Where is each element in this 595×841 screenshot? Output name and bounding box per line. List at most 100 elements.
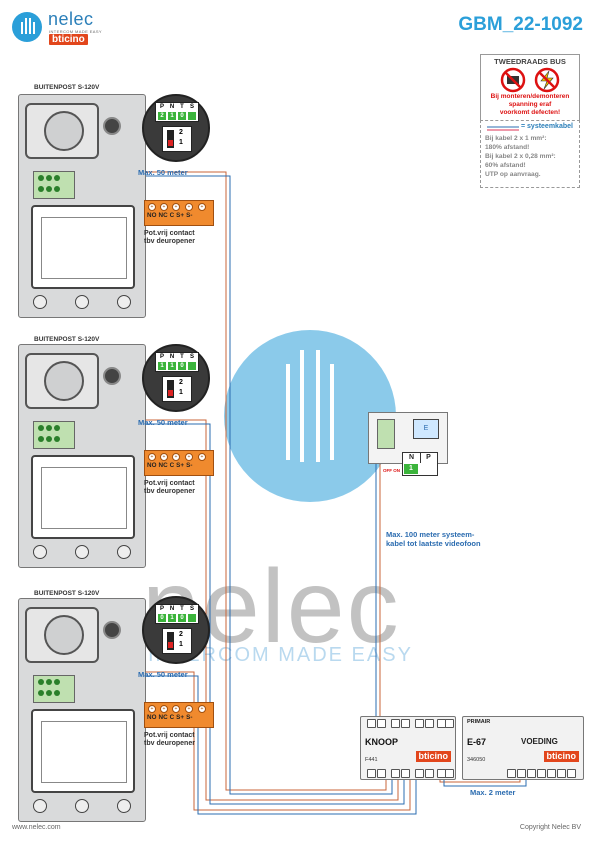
address-terminal: P N T S 2 1 0 bbox=[155, 102, 199, 122]
terminal-header: T bbox=[180, 354, 184, 360]
voeding-max-distance: Max. 2 meter bbox=[470, 788, 516, 797]
terminal-value bbox=[188, 112, 196, 120]
terminal-header: N bbox=[169, 104, 175, 110]
module-pins-top bbox=[365, 719, 454, 728]
cable-line: Bij kabel 2 x 0,28 mm²: bbox=[485, 153, 556, 160]
videofoon-switch-label: OFF ON bbox=[383, 468, 400, 473]
videofoon-np-terminal: N P 1 bbox=[402, 452, 438, 476]
panel-screws bbox=[29, 295, 135, 309]
speaker-icon bbox=[25, 103, 99, 159]
dip-label: 2 bbox=[179, 129, 183, 136]
camera-icon bbox=[103, 367, 121, 385]
speaker-icon bbox=[25, 607, 99, 663]
panel-2-label: BUITENPOST S-120V bbox=[34, 336, 100, 343]
voeding-code: 346050 bbox=[467, 757, 486, 763]
document-id: GBM_22-1092 bbox=[458, 14, 583, 35]
panel-2-relay-caption: Pot.vrij contact tbv deuropener bbox=[144, 480, 195, 496]
terminal-value: 1 bbox=[168, 362, 176, 370]
panel-3-relay-caption: Pot.vrij contact tbv deuropener bbox=[144, 732, 195, 748]
button-frame bbox=[31, 205, 135, 289]
terminal-header: S bbox=[189, 104, 194, 110]
panel-3-buitenpost bbox=[18, 598, 146, 822]
nelec-logo: nelec INTERCOM MADE EASY bticino bbox=[12, 9, 132, 46]
panel-1-buitenpost bbox=[18, 94, 146, 318]
button-frame bbox=[31, 455, 135, 539]
address-terminal: P N T S 0 1 0 bbox=[155, 604, 199, 624]
np-header: N bbox=[403, 453, 421, 463]
terminal-value: 0 bbox=[158, 614, 166, 622]
relay-terminal-labels: NO NC C S+ S- bbox=[147, 212, 193, 219]
voeding-title2: VOEDING bbox=[521, 737, 558, 746]
dip-switch: 2 1 bbox=[162, 628, 192, 654]
panel-1-label: BUITENPOST S-120V bbox=[34, 84, 100, 91]
panel-terminal-block bbox=[33, 421, 75, 449]
module-pins-bottom bbox=[467, 769, 579, 778]
wire-panel1-blue bbox=[88, 175, 393, 795]
max-distance-line: Max. 100 meter systeem- bbox=[386, 530, 475, 539]
cable-title: = systeemkabel bbox=[521, 123, 573, 130]
cable-info-box: = systeemkabel Bij kabel 2 x 1 mm²: 180%… bbox=[480, 120, 580, 188]
voeding-module: PRIMAIR E-67 VOEDING 346050 bticino bbox=[462, 716, 584, 780]
terminal-value: 1 bbox=[158, 362, 166, 370]
relay-caption-line: tbv deuropener bbox=[144, 488, 195, 495]
panel-3-max-distance: Max. 50 meter bbox=[138, 670, 188, 679]
dip-label: 1 bbox=[179, 641, 183, 648]
panel-terminal-block bbox=[33, 675, 75, 703]
logo-brand: bticino bbox=[49, 34, 88, 45]
terminal-header: S bbox=[189, 354, 194, 360]
cable-line: 180% afstand! bbox=[485, 144, 530, 151]
watermark-circle bbox=[224, 330, 396, 502]
relay-caption-line: Pot.vrij contact bbox=[144, 732, 195, 739]
panel-screws bbox=[29, 799, 135, 813]
bus-title: TWEEDRAADS BUS bbox=[494, 57, 566, 66]
relay-caption-line: tbv deuropener bbox=[144, 238, 195, 245]
knoop-title: KNOOP bbox=[365, 737, 399, 747]
relay-terminal-labels: NO NC C S+ S- bbox=[147, 462, 193, 469]
terminal-header: S bbox=[189, 606, 194, 612]
videofoon-max-distance: Max. 100 meter systeem- kabel tot laatst… bbox=[386, 530, 481, 548]
logo-tagline: INTERCOM MADE EASY bbox=[49, 29, 102, 34]
terminal-value: 0 bbox=[178, 614, 186, 622]
cable-legend-line bbox=[487, 126, 519, 131]
relay-caption-line: Pot.vrij contact bbox=[144, 230, 195, 237]
dip-label: 2 bbox=[179, 379, 183, 386]
voeding-primair: PRIMAIR bbox=[467, 719, 491, 725]
np-header: P bbox=[426, 454, 431, 461]
terminal-value: 2 bbox=[158, 112, 166, 120]
relay-caption-line: tbv deuropener bbox=[144, 740, 195, 747]
wire-panel2-red bbox=[88, 419, 399, 801]
relay-terminal-labels: NO NC C S+ S- bbox=[147, 714, 193, 721]
wire-panel1-red bbox=[88, 171, 387, 791]
terminal-header: T bbox=[180, 606, 184, 612]
cable-line: Bij kabel 2 x 1 mm²: bbox=[485, 135, 547, 142]
dip-label: 1 bbox=[179, 389, 183, 396]
bus-warning-box: TWEEDRAADS BUS Bij monteren/demonteren s… bbox=[480, 54, 580, 124]
dip-label: 2 bbox=[179, 631, 183, 638]
max-distance-line: kabel tot laatste videofoon bbox=[386, 539, 481, 548]
footer-copyright: Copyright Nelec BV bbox=[519, 824, 581, 831]
videofoon-screen: E bbox=[413, 419, 439, 439]
panel-3-zoom-detail: P N T S 0 1 0 2 1 bbox=[142, 596, 210, 664]
speaker-icon bbox=[25, 353, 99, 409]
np-value: 1 bbox=[404, 464, 418, 474]
terminal-value bbox=[188, 614, 196, 622]
panel-2-zoom-detail: P N T S 1 1 0 2 1 bbox=[142, 344, 210, 412]
terminal-value: 0 bbox=[178, 362, 186, 370]
terminal-header: P bbox=[159, 606, 164, 612]
bus-warning-line: Bij monteren/demonteren bbox=[490, 93, 570, 100]
bus-warning-line: spanning eraf bbox=[508, 101, 552, 108]
footer-website: www.nelec.com bbox=[12, 824, 61, 831]
nelec-logo-icon bbox=[12, 12, 42, 42]
no-plug-icon bbox=[500, 67, 560, 93]
terminal-header: T bbox=[180, 104, 184, 110]
terminal-value bbox=[188, 362, 196, 370]
panel-terminal-block bbox=[33, 171, 75, 199]
panel-1-max-distance: Max. 50 meter bbox=[138, 168, 188, 177]
wire-panel2-blue bbox=[88, 423, 405, 805]
bus-warning-text: Bij monteren/demonteren spanning eraf vo… bbox=[481, 93, 579, 117]
videofoon-terminal-block bbox=[377, 419, 395, 449]
knoop-module: KNOOP F441 bticino bbox=[360, 716, 456, 780]
dip-label: 1 bbox=[179, 139, 183, 146]
button-frame bbox=[31, 709, 135, 793]
knoop-code: F441 bbox=[365, 757, 378, 763]
